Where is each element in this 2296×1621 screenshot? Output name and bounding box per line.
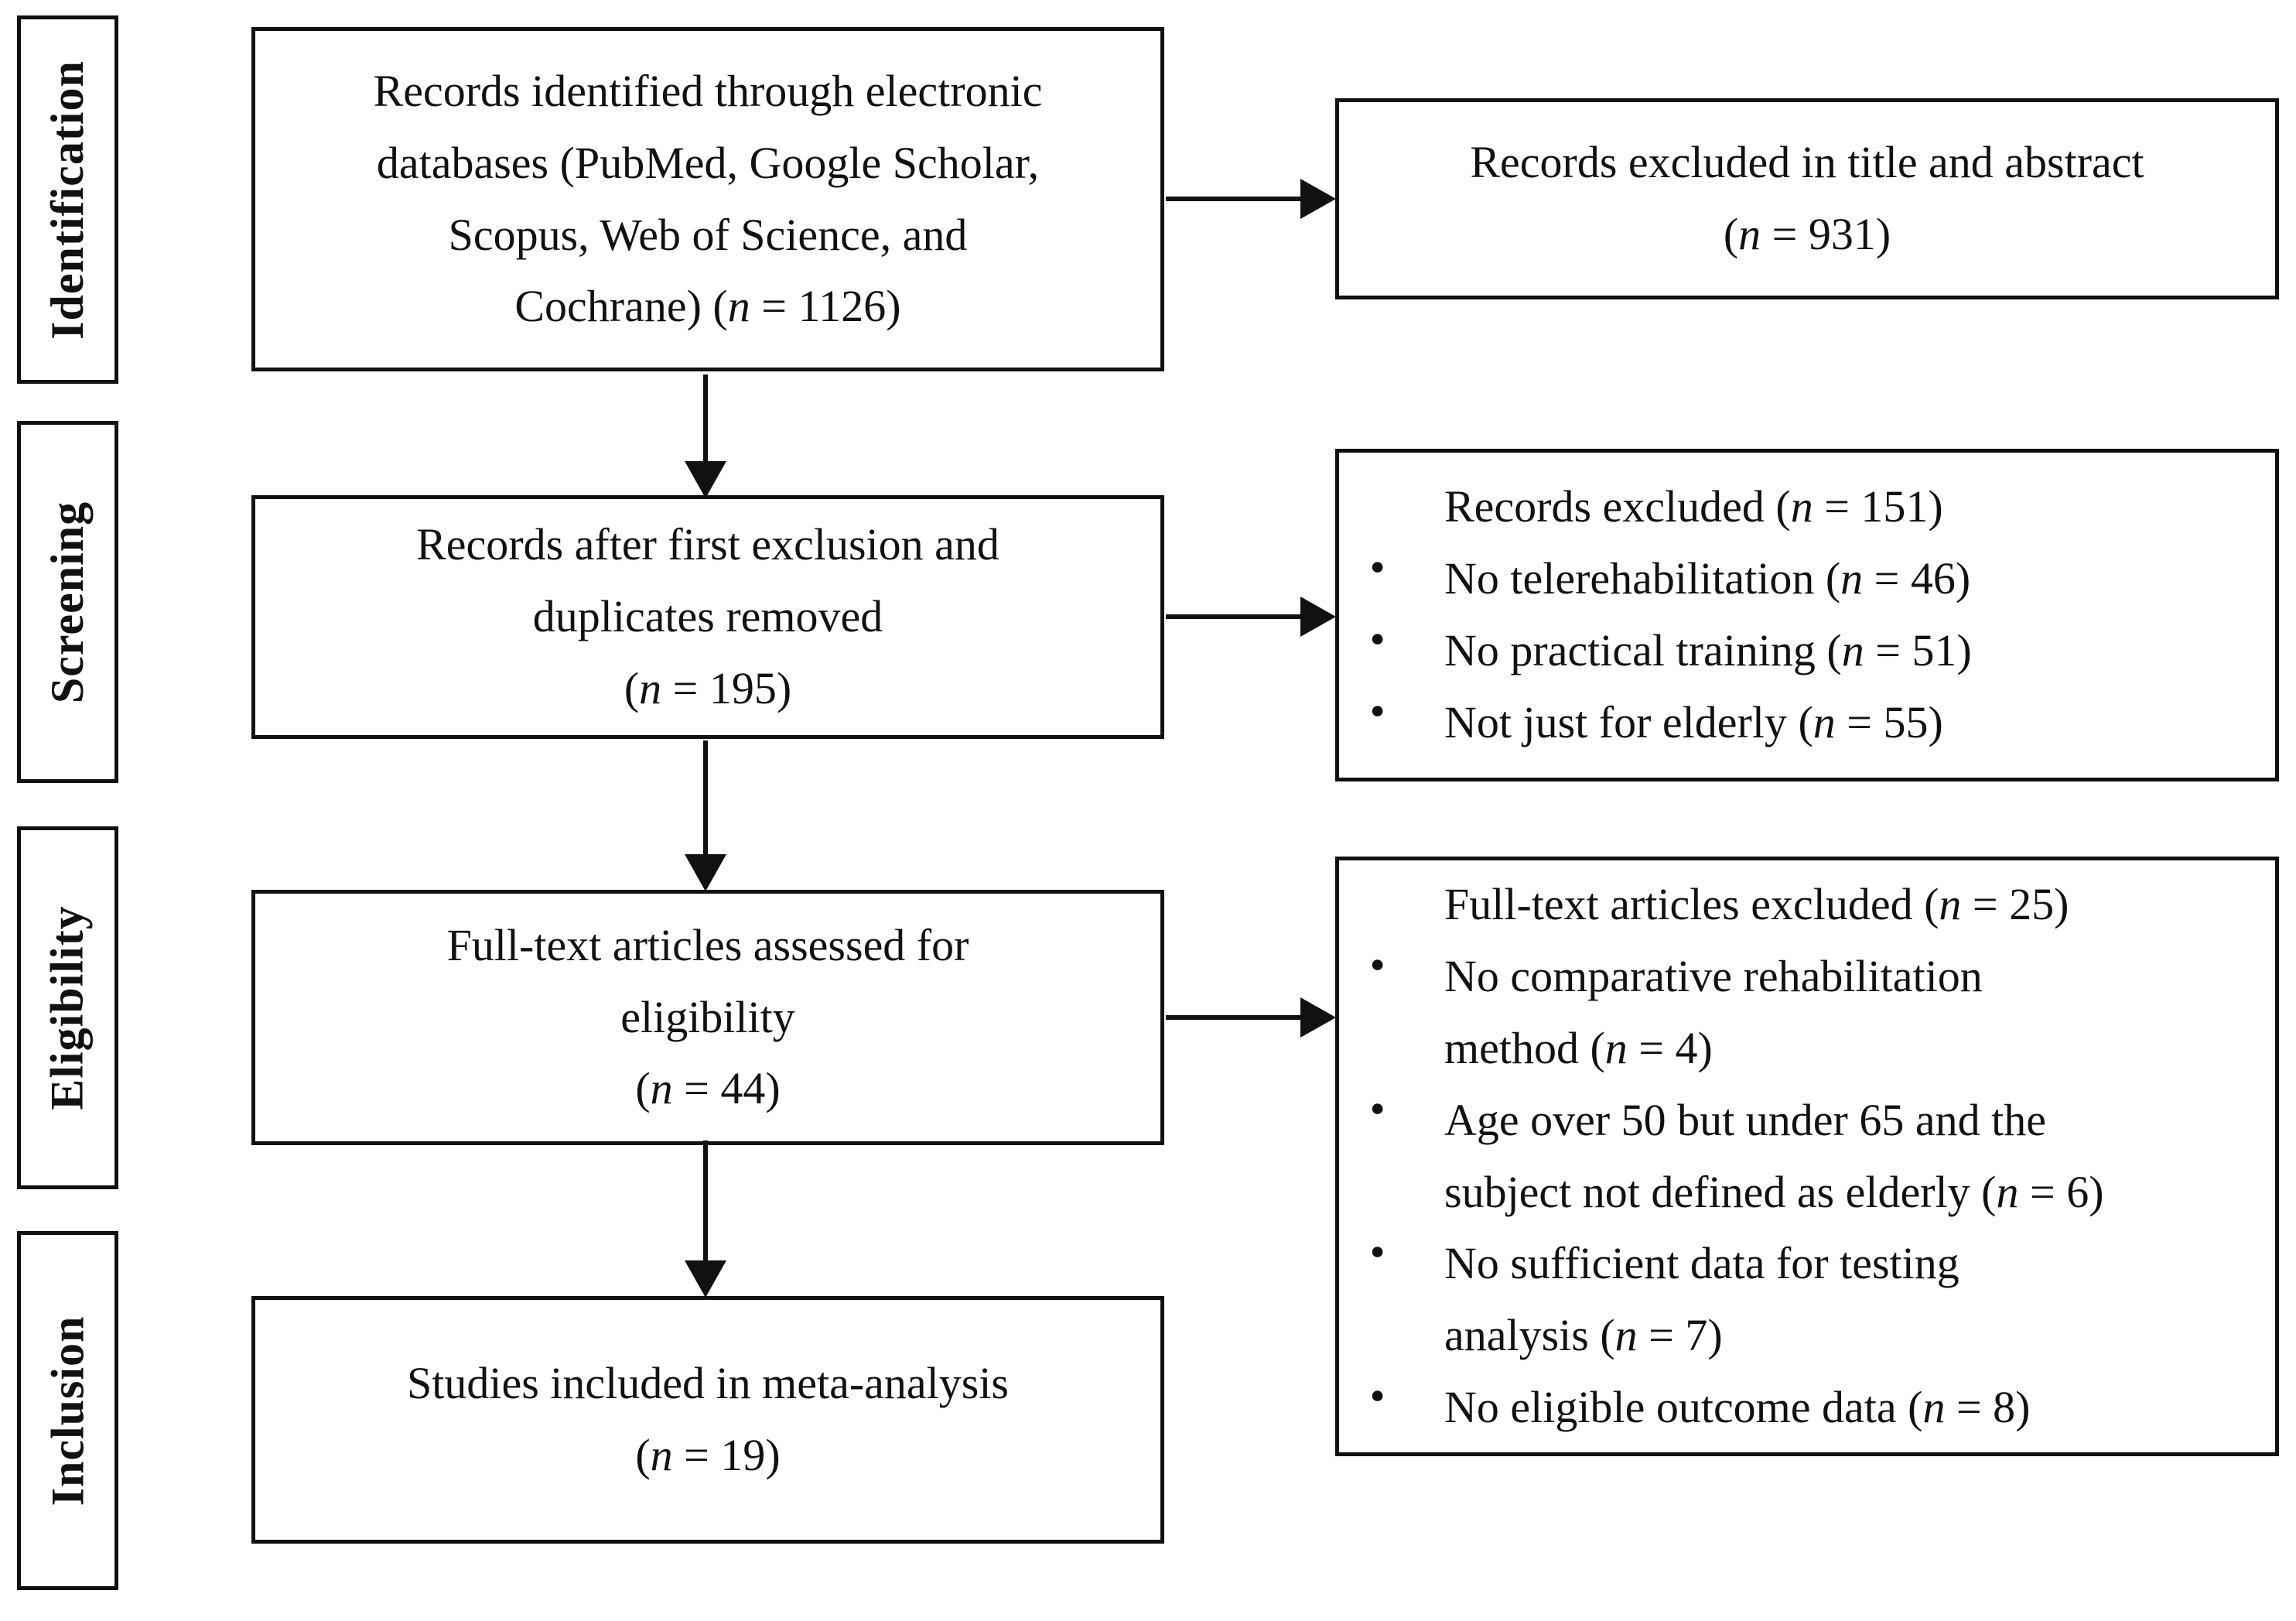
- stage-box-screening: Screening: [17, 421, 118, 783]
- exclusion-reason: No telerehabilitation (n = 46): [1370, 543, 2247, 615]
- stage-label-inclusion: Inclusion: [42, 1315, 93, 1506]
- arrow-down-screening-to-eligibility: [685, 740, 726, 891]
- exclusion-reason: Age over 50 but under 65 and thesubject …: [1370, 1085, 2247, 1229]
- arrow-right-eligibility-exclusion: [1166, 997, 1336, 1038]
- stage-label-eligibility: Eligibility: [42, 905, 94, 1110]
- exclusion-reason: No practical training (n = 51): [1370, 615, 2247, 687]
- process-box-studies-included: Studies included in meta-analysis(n = 19…: [251, 1296, 1164, 1544]
- stage-box-identification: Identification: [17, 15, 118, 384]
- exclusion-box-title-abstract: Records excluded in title and abstract(n…: [1335, 98, 2279, 299]
- exclusion-box-fulltext: Full-text articles excluded (n = 25) No …: [1335, 857, 2279, 1456]
- arrow-right-screening-exclusion: [1166, 597, 1336, 637]
- arrow-down-identification-to-screening: [685, 374, 726, 498]
- exclusion-box-title-abstract-text: Records excluded in title and abstract(n…: [1470, 137, 2144, 259]
- exclusion-box-screening-title: Records excluded (n = 151): [1444, 481, 1943, 532]
- stage-box-inclusion: Inclusion: [17, 1231, 118, 1590]
- exclusion-box-screening: Records excluded (n = 151) No telerehabi…: [1335, 449, 2279, 781]
- arrow-right-identification-exclusion: [1166, 179, 1336, 219]
- exclusion-box-fulltext-title: Full-text articles excluded (n = 25): [1444, 879, 2069, 930]
- arrow-down-eligibility-to-inclusion: [685, 1141, 726, 1298]
- stage-label-screening: Screening: [42, 501, 93, 703]
- exclusion-reason: Not just for elderly (n = 55): [1370, 687, 2247, 759]
- stage-label-identification: Identification: [42, 60, 94, 340]
- exclusion-box-screening-reasons: No telerehabilitation (n = 46)No practic…: [1367, 543, 2247, 758]
- exclusion-reason: No eligible outcome data (n = 8): [1370, 1372, 2247, 1444]
- stage-box-eligibility: Eligibility: [17, 826, 118, 1189]
- process-box-studies-included-text: Studies included in meta-analysis(n = 19…: [406, 1358, 1009, 1480]
